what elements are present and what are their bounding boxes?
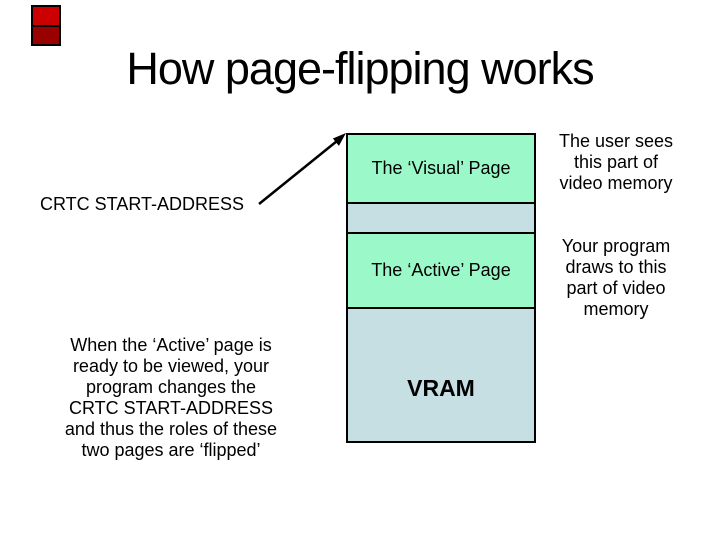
memory-gap-box	[346, 202, 536, 234]
vram-box: VRAM	[346, 307, 536, 443]
user-sees-annotation: The user sees this part of video memory	[558, 131, 674, 193]
decor-divider	[33, 24, 59, 27]
slide-title: How page-flipping works	[126, 43, 594, 94]
visual-page-box: The ‘Visual’ Page	[346, 133, 536, 204]
decor-bottom-square	[33, 26, 59, 44]
active-page-box: The ‘Active’ Page	[346, 232, 536, 309]
program-draws-annotation: Your program draws to this part of video…	[561, 236, 671, 319]
active-page-label: The ‘Active’ Page	[371, 260, 511, 280]
decor-top-square	[33, 7, 59, 25]
slide-decor-red-squares	[31, 5, 61, 46]
vram-label: VRAM	[407, 374, 475, 401]
crtc-start-address-label: CRTC START-ADDRESS	[40, 194, 245, 214]
visual-page-label: The ‘Visual’ Page	[371, 158, 511, 178]
flip-explanation-annotation: When the ‘Active’ page is ready to be vi…	[64, 335, 278, 460]
